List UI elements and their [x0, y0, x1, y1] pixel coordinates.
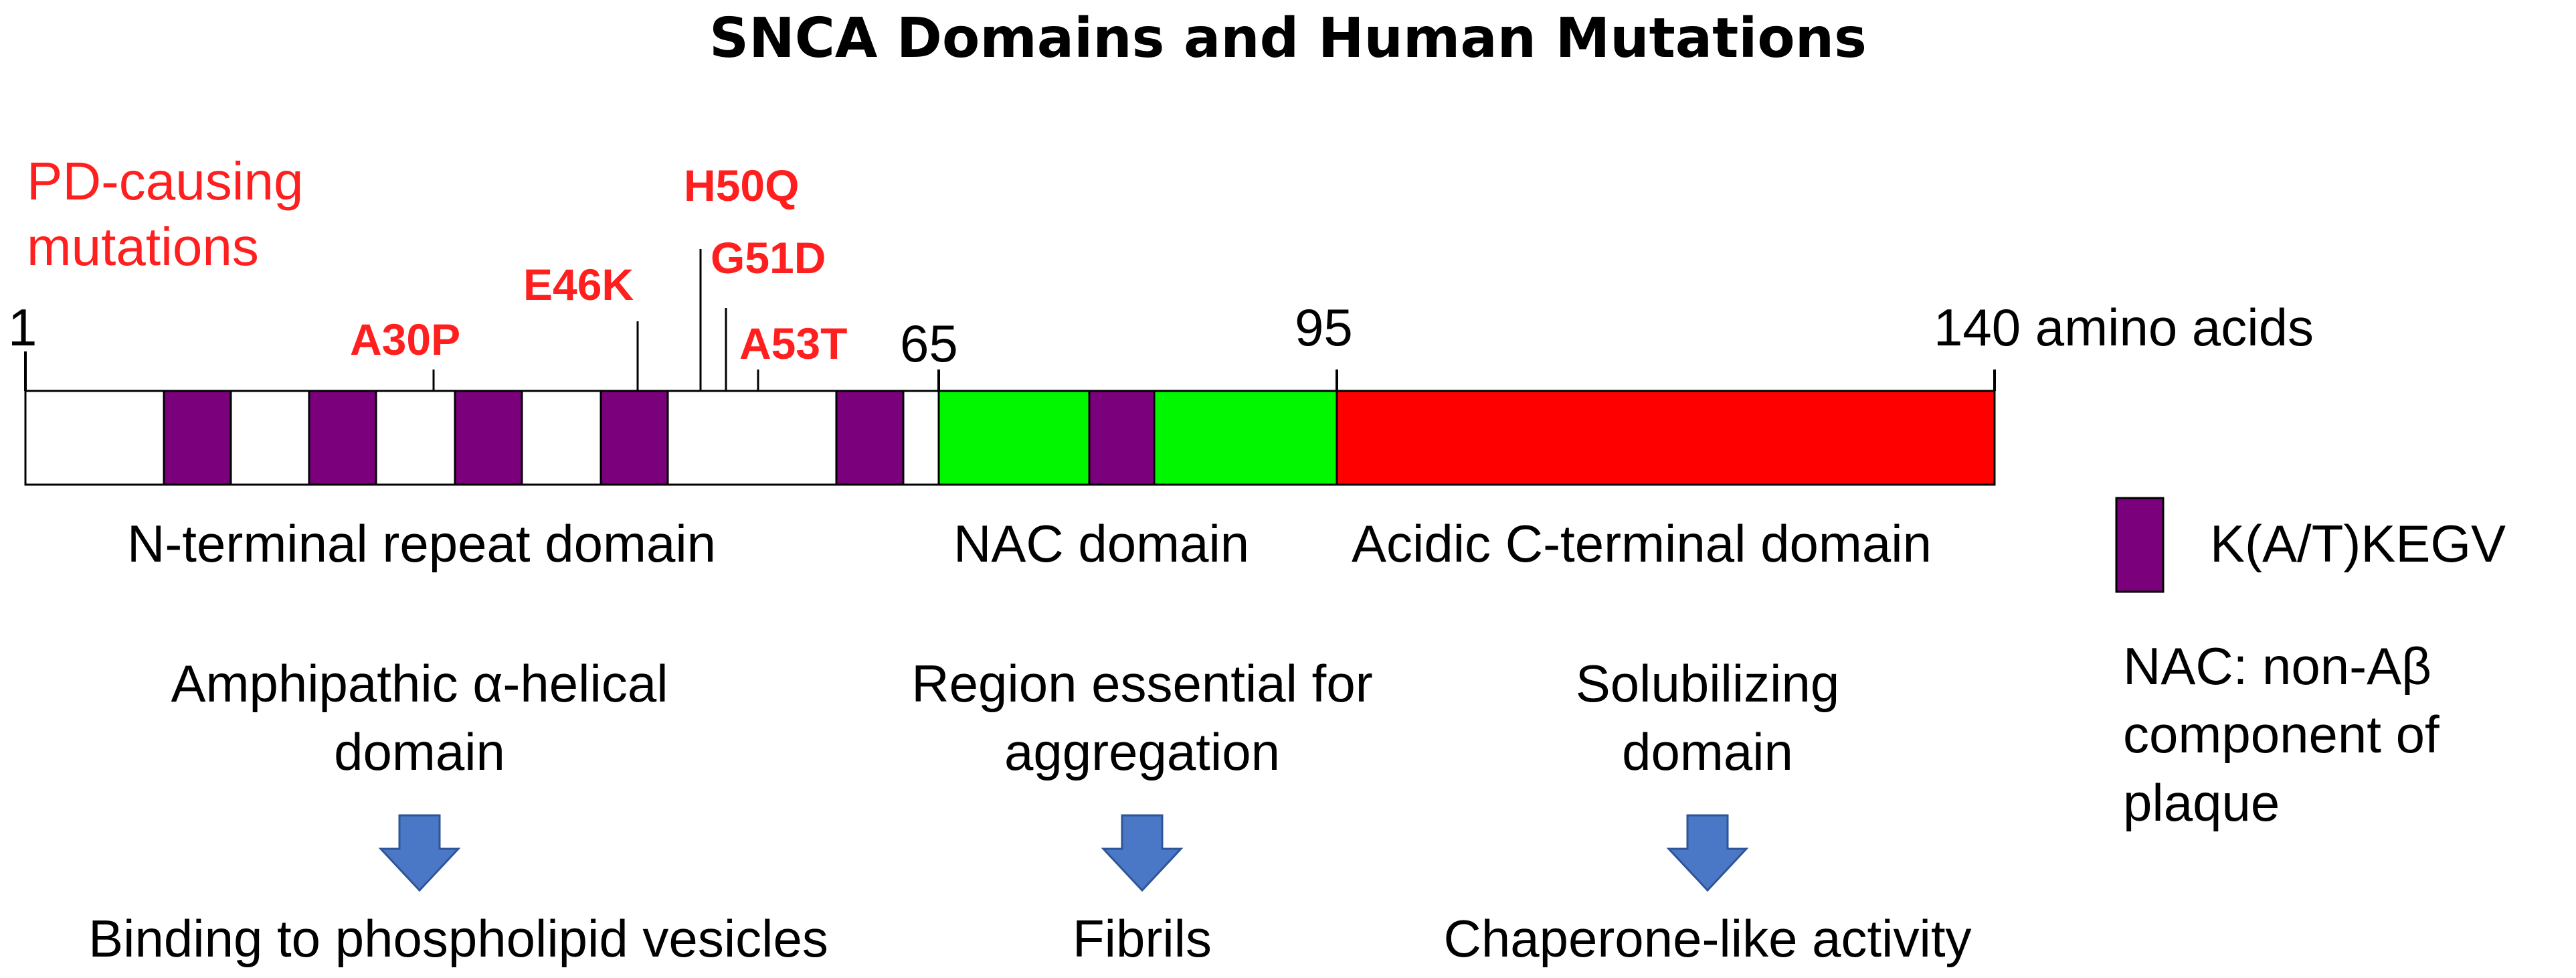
- function-nac-line2: aggregation: [1004, 722, 1280, 781]
- function-n-terminal-line2: domain: [334, 722, 505, 781]
- pd-mutations-label: PD-causing mutations: [27, 149, 304, 280]
- function-c-terminal: Solubilizing domain: [1440, 649, 1975, 786]
- domain-label-c-terminal: Acidic C-terminal domain: [1352, 514, 1932, 573]
- position-nac-start: 65: [900, 314, 958, 373]
- position-start: 1: [8, 298, 37, 357]
- function-n-terminal-line1: Amphipathic α-helical: [171, 654, 668, 713]
- pd-label-line1: PD-causing: [27, 151, 304, 211]
- nac-def-line3: plaque: [2123, 773, 2280, 832]
- mutation-a53t: A53T: [739, 319, 848, 368]
- motif-repeat-4: [600, 390, 669, 486]
- legend-nac-definition: NAC: non-Aβ component of plaque: [2123, 632, 2440, 837]
- legend-motif-label: K(A/T)KEGV: [2210, 514, 2506, 573]
- mutation-h50q: H50Q: [684, 161, 800, 210]
- arrow-c-terminal: [1666, 814, 1749, 892]
- motif-repeat-6: [1088, 390, 1156, 486]
- position-nac-end: 95: [1295, 298, 1353, 357]
- nac-def-line2: component of: [2123, 705, 2440, 764]
- pd-label-line2: mutations: [27, 217, 259, 276]
- nac-def-line1: NAC: non-Aβ: [2123, 637, 2432, 696]
- c-terminal-region: [1336, 390, 1996, 486]
- result-n-terminal: Binding to phospholipid vesicles: [88, 909, 828, 968]
- result-c-terminal: Chaperone-like activity: [1443, 909, 1972, 968]
- domain-label-n-terminal: N-terminal repeat domain: [127, 514, 717, 573]
- motif-repeat-2: [308, 390, 377, 486]
- function-c-terminal-line1: Solubilizing: [1575, 654, 1840, 713]
- arrow-nac: [1101, 814, 1184, 892]
- function-n-terminal: Amphipathic α-helical domain: [85, 649, 754, 786]
- mutation-a30p: A30P: [350, 315, 461, 364]
- result-nac: Fibrils: [1073, 909, 1212, 968]
- motif-repeat-5: [835, 390, 905, 486]
- legend-motif-swatch: [2115, 497, 2165, 593]
- domain-label-nac: NAC domain: [953, 514, 1250, 573]
- function-nac: Region essential for aggregation: [808, 649, 1477, 786]
- motif-repeat-1: [163, 390, 232, 486]
- mutation-g51d: G51D: [711, 233, 826, 282]
- diagram-title: SNCA Domains and Human Mutations: [709, 7, 1867, 70]
- function-nac-line1: Region essential for: [911, 654, 1373, 713]
- position-end: 140 amino acids: [1934, 298, 2314, 357]
- function-c-terminal-line2: domain: [1622, 722, 1793, 781]
- mutation-e46k: E46K: [523, 260, 634, 309]
- arrow-n-terminal: [378, 814, 461, 892]
- motif-repeat-3: [454, 390, 523, 486]
